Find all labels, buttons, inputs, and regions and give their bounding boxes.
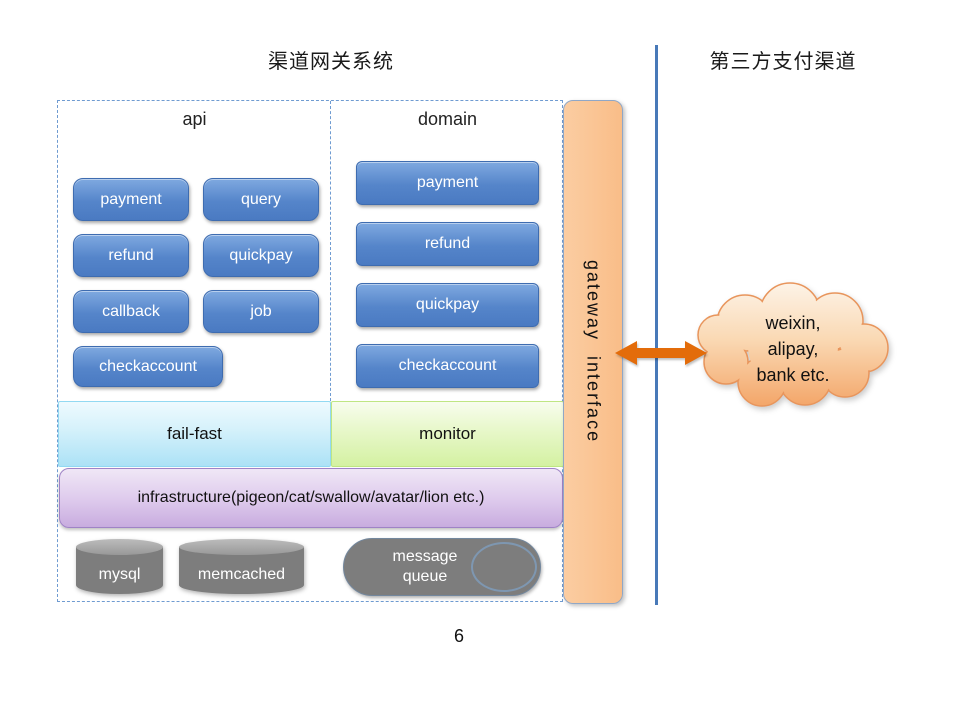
message-queue-label: message queue	[392, 548, 458, 585]
third-party-channels-text: weixin, alipay, bank etc.	[703, 310, 883, 388]
right-section-title: 第三方支付渠道	[709, 51, 857, 73]
domain-module-checkaccount: checkaccount	[356, 344, 539, 388]
cylinder-top	[76, 539, 163, 555]
gateway-to-channels-arrow	[615, 341, 707, 365]
third-party-cloud	[697, 282, 889, 407]
api-module-callback: callback	[73, 290, 189, 333]
system-boundary-line	[655, 45, 658, 605]
fail-fast-layer: fail-fast	[58, 401, 331, 467]
api-module-quickpay: quickpay	[203, 234, 319, 277]
left-section-title: 渠道网关系统	[268, 51, 394, 73]
mysql-label: mysql	[98, 565, 141, 583]
capsule-end-ellipse	[471, 542, 537, 592]
domain-module-refund: refund	[356, 222, 539, 266]
monitor-layer: monitor	[331, 401, 564, 467]
message-queue-capsule: message queue	[343, 538, 541, 596]
cloud-line-2: alipay,	[767, 339, 819, 359]
api-module-payment: payment	[73, 178, 189, 221]
page-number: 6	[453, 626, 464, 646]
api-section-label: api	[182, 109, 207, 129]
mysql-database-cylinder: mysql	[76, 539, 163, 594]
domain-section-label: domain	[417, 109, 478, 129]
domain-module-quickpay: quickpay	[356, 283, 539, 327]
api-domain-divider	[330, 101, 331, 401]
infrastructure-layer: infrastructure(pigeon/cat/swallow/avatar…	[59, 468, 563, 528]
gateway-interface-bar: gateway interface	[563, 100, 623, 604]
domain-module-payment: payment	[356, 161, 539, 205]
gateway-interface-label: gateway interface	[583, 260, 604, 444]
cloud-line-3: bank etc.	[756, 365, 830, 385]
cylinder-top	[179, 539, 304, 555]
api-module-query: query	[203, 178, 319, 221]
api-module-checkaccount: checkaccount	[73, 346, 223, 387]
api-module-job: job	[203, 290, 319, 333]
cloud-line-1: weixin,	[765, 313, 821, 333]
memcached-cylinder: memcached	[179, 539, 304, 594]
api-module-refund: refund	[73, 234, 189, 277]
memcached-label: memcached	[197, 565, 286, 583]
gateway-system-box: api domain payment query refund quickpay…	[57, 100, 564, 602]
